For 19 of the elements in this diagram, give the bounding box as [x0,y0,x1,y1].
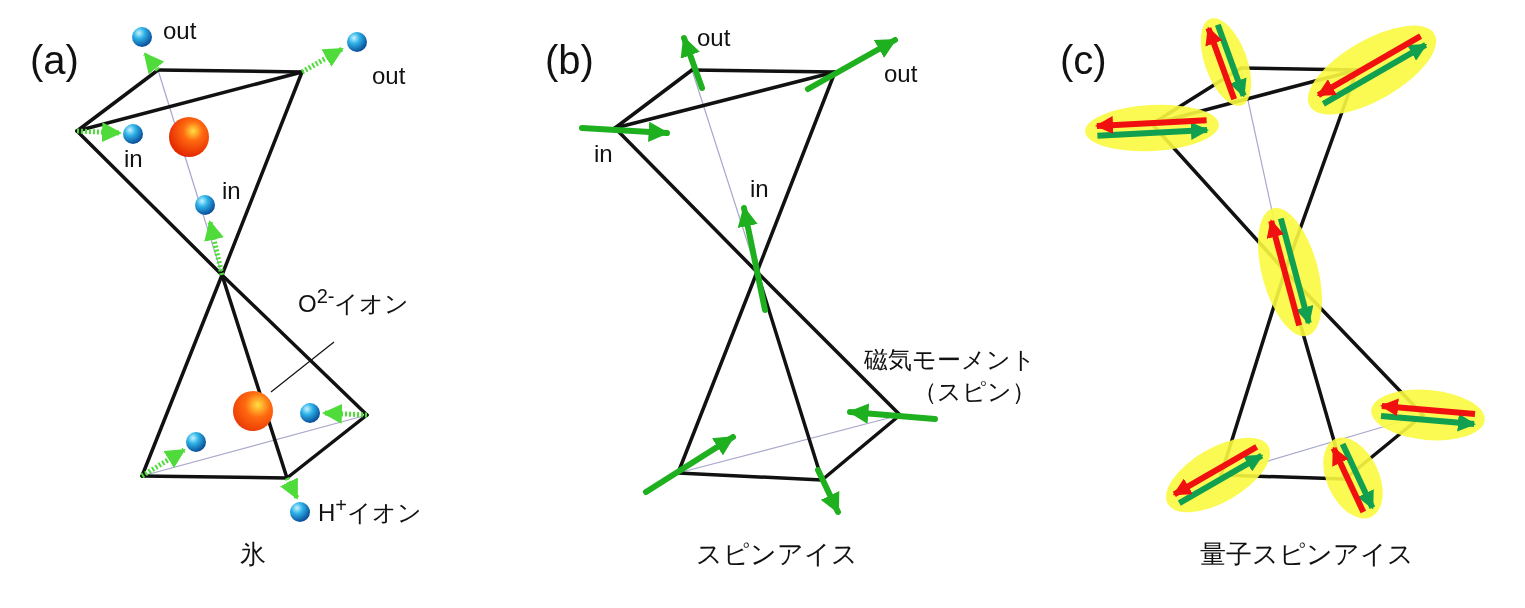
ion-label: H$^{+}$イオン [318,494,423,527]
panel-letter: (a) [30,38,79,82]
direction-label: in [594,141,613,168]
direction-label: out [884,61,918,88]
panel-letter: (c) [1060,38,1107,82]
panel-letter: (b) [545,38,594,82]
direction-label: in [750,176,769,203]
panel-caption: 量子スピンアイス [1200,540,1414,569]
leader-line [270,341,335,393]
direction-label: out [163,18,197,45]
direction-label: out [697,25,731,52]
direction-label: in [124,146,143,173]
panel-caption: スピンアイス [696,540,858,569]
ion-label: O$^{2-}$イオン [298,285,410,318]
ion-sphere [233,391,273,431]
direction-label: out [372,63,406,90]
direction-label: in [222,178,241,205]
spin-label: 磁気モーメント（スピン） [863,345,1036,408]
panel-caption: 氷 [240,540,266,569]
